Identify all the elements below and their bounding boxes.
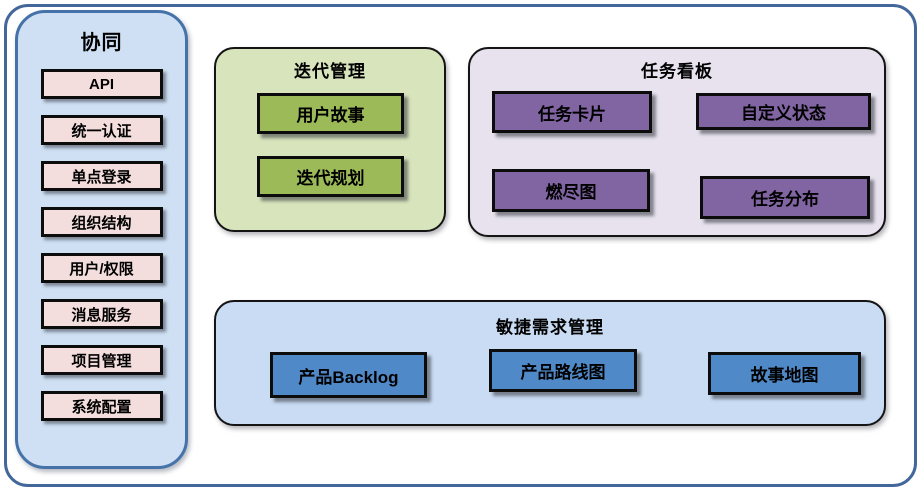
panel-kanban-title: 任务看板 — [641, 62, 713, 81]
sidebar-title: 协同 — [80, 32, 123, 54]
sidebar-item-message-service: 消息服务 — [40, 299, 163, 329]
sidebar-item-org-structure: 组织结构 — [40, 207, 163, 237]
sidebar-item-project-management: 项目管理 — [40, 345, 163, 375]
module-box-product-backlog: 产品Backlog — [270, 352, 427, 398]
module-box-task-distribution: 任务分布 — [700, 176, 870, 219]
panel-iteration-title: 迭代管理 — [294, 62, 366, 81]
panel-task-kanban: 任务看板 任务卡片 自定义状态 燃尽图 任务分布 — [468, 47, 886, 237]
sidebar-item-system-config: 系统配置 — [40, 391, 163, 421]
sidebar-item-list: API 统一认证 单点登录 组织结构 用户/权限 消息服务 项目管理 系统配置 — [18, 69, 185, 421]
module-box-custom-status: 自定义状态 — [696, 93, 871, 130]
sidebar-collaboration: 协同 API 统一认证 单点登录 组织结构 用户/权限 消息服务 项目管理 系统… — [15, 10, 188, 469]
module-box-user-story: 用户故事 — [257, 93, 404, 134]
sidebar-item-sso: 单点登录 — [40, 161, 163, 191]
module-box-task-card: 任务卡片 — [492, 91, 652, 133]
panel-agile-requirement: 敏捷需求管理 产品Backlog 产品路线图 故事地图 — [214, 300, 886, 426]
sidebar-item-unified-auth: 统一认证 — [40, 115, 163, 145]
panel-agile-title: 敏捷需求管理 — [496, 318, 604, 337]
module-box-iteration-planning: 迭代规划 — [257, 156, 404, 197]
sidebar-item-user-permission: 用户/权限 — [40, 253, 163, 283]
sidebar-item-api: API — [40, 69, 163, 99]
module-box-story-map: 故事地图 — [708, 352, 861, 395]
module-box-product-roadmap: 产品路线图 — [489, 349, 637, 392]
module-box-burndown-chart: 燃尽图 — [492, 169, 650, 212]
panel-iteration-management: 迭代管理 用户故事 迭代规划 — [214, 47, 446, 232]
